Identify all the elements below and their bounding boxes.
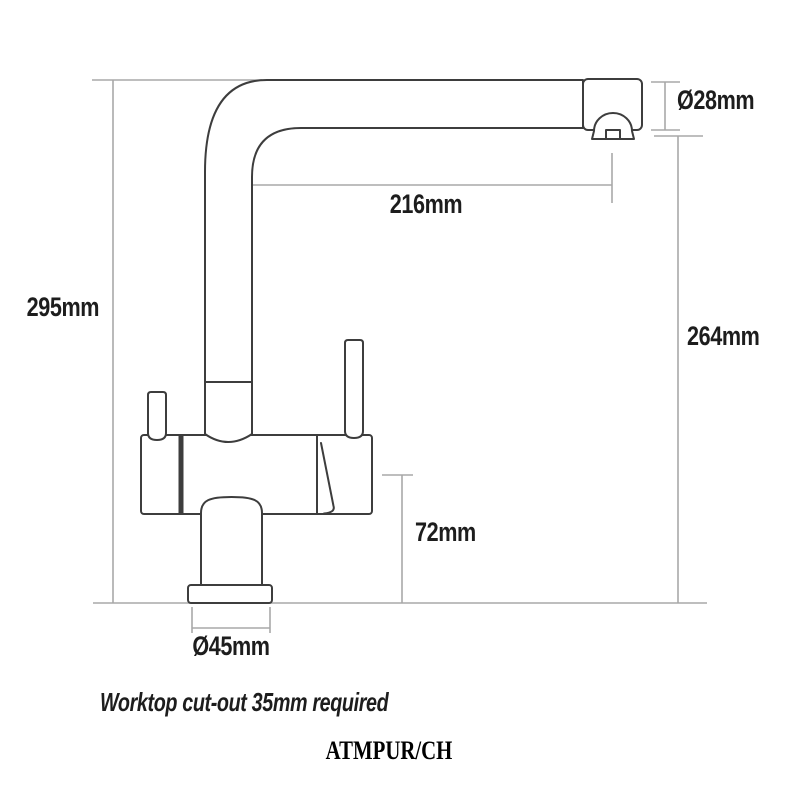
faucet-base-column (200, 496, 263, 585)
faucet-base-flange (187, 584, 273, 604)
aerator-notch (605, 129, 621, 140)
dimension-lines (92, 79, 707, 633)
lever-mount-diagonal (320, 442, 335, 515)
base-diameter-label: Ø45mm (192, 631, 270, 661)
worktop-cutout-note: Worktop cut-out 35mm required (100, 687, 389, 717)
left-handle (147, 391, 167, 441)
body-height-label: 72mm (415, 517, 476, 547)
overall-height-label: 295mm (26, 292, 100, 322)
spout-reach-label: 216mm (389, 189, 463, 219)
right-lever (344, 339, 364, 439)
body-collar-left (178, 435, 184, 514)
product-code: ATMPUR/CH (325, 736, 453, 765)
spout-diameter-label: Ø28mm (677, 85, 755, 115)
faucet-outline (140, 78, 643, 604)
faucet-spout-tube (204, 79, 584, 443)
aerator-dome (593, 112, 633, 132)
clearance-height-label: 264mm (687, 321, 760, 351)
